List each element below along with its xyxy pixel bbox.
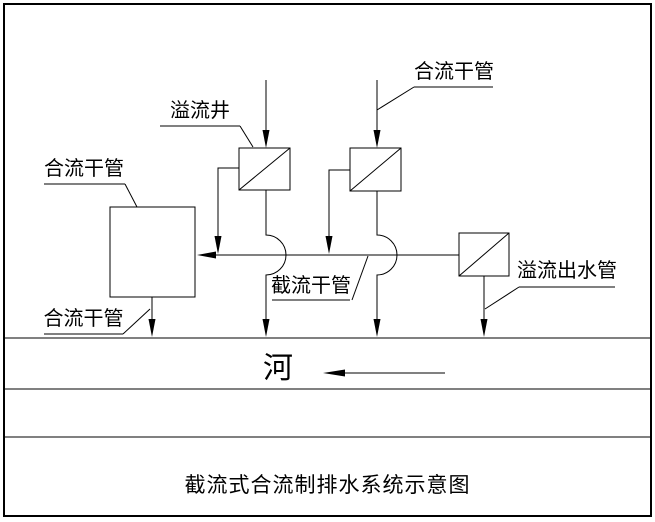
drawing-border bbox=[3, 3, 652, 517]
combined-trunk-ll-leader bbox=[122, 308, 151, 335]
diagram-title: 截流式合流制排水系统示意图 bbox=[184, 473, 471, 497]
interceptor-arrowhead-left-icon bbox=[197, 251, 216, 259]
intercepting-trunk-label: 截流干管 bbox=[271, 273, 351, 297]
overflow-well-2 bbox=[349, 147, 402, 192]
outfall-arrowhead-0-icon bbox=[148, 319, 156, 337]
outfall-arrowhead-2-icon bbox=[373, 319, 381, 337]
combined-trunk-area-box bbox=[109, 206, 196, 298]
well-1-outfall-with-crossing-arc bbox=[265, 190, 287, 323]
combined-trunk-ur-leader bbox=[376, 86, 415, 111]
well-1-side-connector bbox=[217, 167, 239, 240]
river-flow-arrow bbox=[323, 369, 445, 377]
combined-trunk-label-upper-left: 合流干管 bbox=[44, 156, 124, 180]
inflow-pipes bbox=[262, 80, 381, 148]
overflow-outlet-leader bbox=[484, 286, 520, 310]
overflow-well-1 bbox=[238, 147, 291, 191]
overflow-well-label-leader bbox=[239, 125, 254, 148]
overflow-well-3 bbox=[458, 232, 510, 277]
overflow-well-3-diagonal bbox=[458, 232, 510, 277]
overflow-well-1-box bbox=[238, 147, 291, 191]
intercepting-trunk-pipe bbox=[197, 251, 459, 259]
well-2-side-connector bbox=[328, 169, 350, 240]
combined-trunk-label-lower-left: 合流干管 bbox=[43, 306, 124, 330]
connector-arrowhead-2-icon bbox=[325, 236, 333, 254]
well-2-outfall-with-crossing-arc bbox=[376, 191, 398, 323]
outfall-arrowhead-1-icon bbox=[262, 319, 270, 337]
label-leaders bbox=[44, 86, 615, 335]
inflow-arrowhead-1-icon bbox=[262, 130, 270, 148]
river-label: 河 bbox=[263, 351, 293, 386]
combined-trunk-ul-leader bbox=[124, 183, 138, 208]
combined-trunk-label-upper-right: 合流干管 bbox=[414, 59, 494, 83]
flow-arrowhead-left-icon bbox=[323, 369, 345, 377]
outfall-arrowhead-3-icon bbox=[480, 319, 488, 337]
intercepting-trunk-leader bbox=[351, 255, 369, 301]
overflow-outlet-pipe-label: 溢流出水管 bbox=[517, 258, 617, 282]
connector-arrowhead-1-icon bbox=[214, 236, 222, 254]
inflow-arrowhead-2-icon bbox=[373, 130, 381, 148]
river-outfall-pipes bbox=[148, 190, 488, 337]
overflow-well-1-diagonal bbox=[238, 147, 291, 191]
well-side-connectors bbox=[214, 167, 350, 254]
river-band bbox=[4, 337, 651, 438]
overflow-well-label: 溢流井 bbox=[170, 98, 230, 122]
overflow-well-2-diagonal bbox=[349, 147, 402, 192]
